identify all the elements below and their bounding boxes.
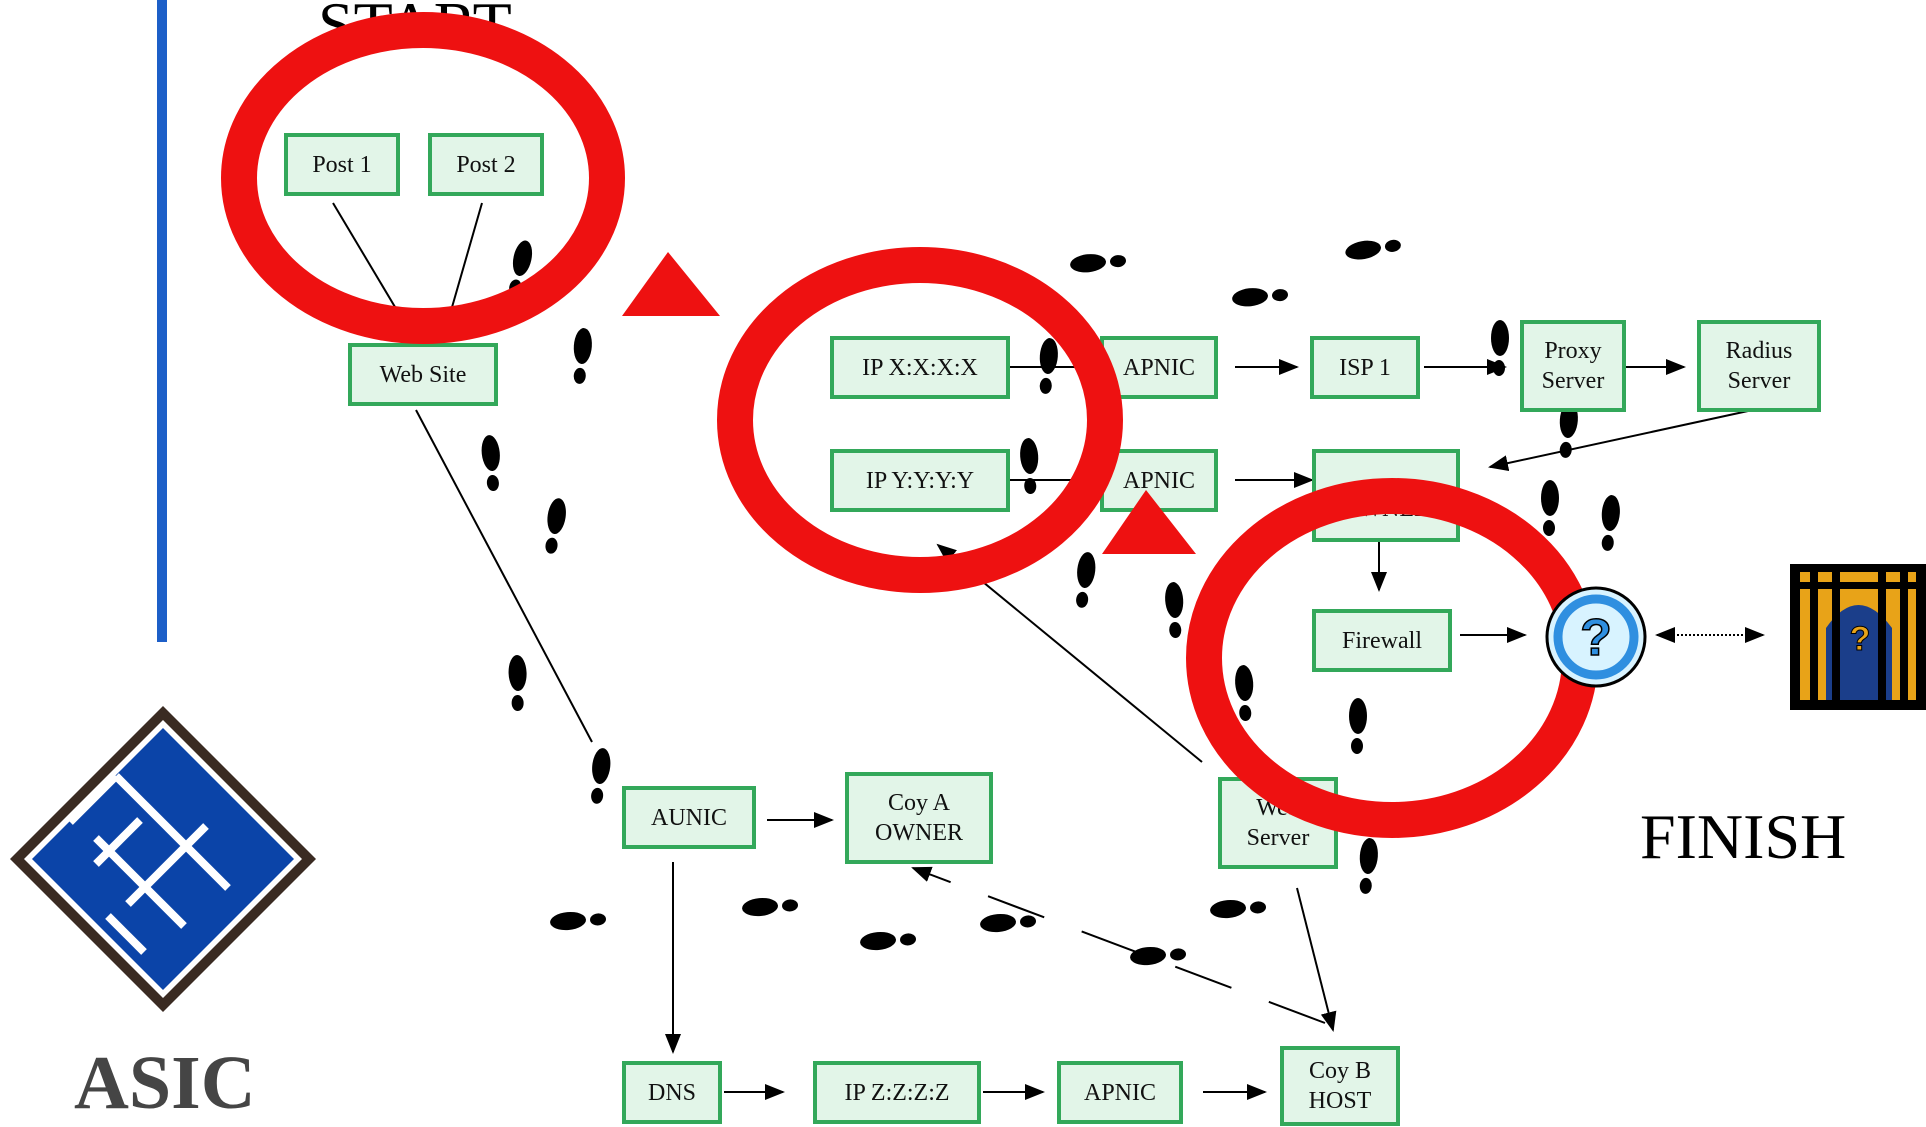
node-ip-x: IP X:X:X:X — [830, 336, 1010, 399]
warning-triangle-icon — [622, 252, 720, 316]
highlight-circle-icon — [221, 12, 625, 344]
node-dns: DNS — [622, 1061, 722, 1124]
accent-bar — [157, 0, 167, 642]
node-apnic-3: APNIC — [1057, 1061, 1183, 1124]
node-coy-b-host: Coy B HOST — [1280, 1046, 1400, 1126]
connector-radius-owner — [1488, 410, 1749, 471]
connector-webserver-coyb — [1296, 887, 1337, 1032]
node-ip-z: IP Z:Z:Z:Z — [813, 1061, 981, 1124]
warning-triangle-icon — [1102, 490, 1196, 554]
question-icon: ? — [1545, 586, 1647, 688]
node-coy-a-owner: Coy A OWNER — [845, 772, 993, 864]
svg-text:?: ? — [1580, 609, 1612, 667]
node-isp-1: ISP 1 — [1310, 336, 1420, 399]
node-web-site: Web Site — [348, 343, 498, 406]
asic-logo-icon — [10, 706, 316, 1012]
node-post-1: Post 1 — [284, 133, 400, 196]
node-ip-y: IP Y:Y:Y:Y — [830, 449, 1010, 512]
highlight-circle-icon — [717, 247, 1123, 593]
node-post-2: Post 2 — [428, 133, 544, 196]
connector-website-aunic — [415, 409, 593, 743]
svg-text:?: ? — [1850, 620, 1871, 658]
node-proxy-server: Proxy Server — [1520, 320, 1626, 412]
highlight-circle-icon — [1186, 478, 1598, 838]
node-firewall: Firewall — [1312, 609, 1452, 672]
connector-post1-website — [332, 202, 399, 313]
hidden-person-icon: ? — [1790, 564, 1926, 710]
finish-label: FINISH — [1640, 801, 1847, 872]
node-radius-server: Radius Server — [1697, 320, 1821, 412]
node-aunic: AUNIC — [622, 786, 756, 849]
asic-label: ASIC — [74, 1041, 256, 1125]
connector-coyb-coya — [911, 866, 1326, 1024]
